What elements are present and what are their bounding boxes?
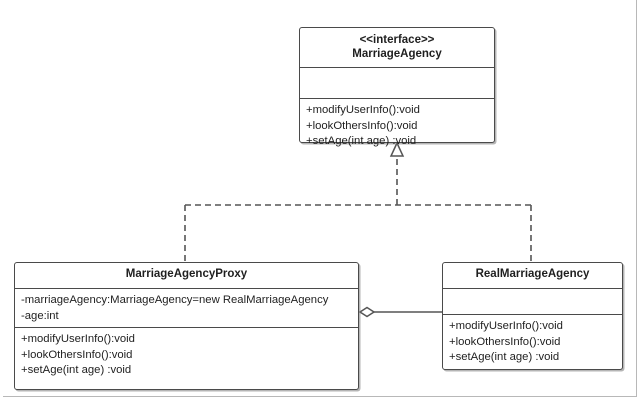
realization-connector-group xyxy=(184,141,532,262)
class-attributes-marriage-agency xyxy=(300,68,494,98)
class-separator xyxy=(443,288,622,289)
class-attributes-marriage-agency-proxy: -marriageAgency:MarriageAgency=new RealM… xyxy=(15,289,358,327)
class-methods-real-marriage-agency: +modifyUserInfo():void +lookOthersInfo()… xyxy=(443,315,622,370)
class-attributes-real-marriage-agency xyxy=(443,289,622,314)
class-title-real-marriage-agency: RealMarriageAgency xyxy=(443,263,622,288)
class-methods-marriage-agency: +modifyUserInfo():void +lookOthersInfo()… xyxy=(300,99,494,154)
method-item: +lookOthersInfo():void xyxy=(21,348,133,361)
method-item: +modifyUserInfo():void xyxy=(449,320,563,332)
class-title-marriage-agency-proxy: MarriageAgencyProxy xyxy=(15,263,358,288)
class-box-marriage-agency-proxy[interactable]: MarriageAgencyProxy -marriageAgency:Marr… xyxy=(14,262,359,390)
method-item: +modifyUserInfo():void xyxy=(306,104,420,116)
class-box-real-marriage-agency[interactable]: RealMarriageAgency +modifyUserInfo():voi… xyxy=(442,262,623,370)
class-name-marriage-agency-proxy: MarriageAgencyProxy xyxy=(125,268,248,280)
method-item: +setAge(int age) :void xyxy=(306,135,417,147)
class-stereotype-interface: <<interface>> xyxy=(359,34,435,46)
attribute-item: -marriageAgency:MarriageAgency=new RealM… xyxy=(21,294,329,306)
hollow-diamond-icon xyxy=(358,306,376,318)
method-item: +modifyUserInfo():void xyxy=(21,333,135,345)
class-separator xyxy=(15,288,358,289)
method-item: +lookOthersInfo():void xyxy=(449,335,561,348)
class-separator xyxy=(443,314,622,315)
class-separator xyxy=(15,327,358,328)
aggregation-connector-group xyxy=(358,306,442,318)
class-name-marriage-agency: MarriageAgency xyxy=(352,48,442,60)
class-separator xyxy=(300,67,494,68)
class-methods-marriage-agency-proxy: +modifyUserInfo():void +lookOthersInfo()… xyxy=(15,328,358,383)
method-item: +setAge(int age) :void xyxy=(449,351,560,363)
class-separator xyxy=(300,98,494,99)
method-item: +lookOthersInfo():void xyxy=(306,119,418,132)
method-item: +setAge(int age) :void xyxy=(21,364,132,376)
attribute-item: -age:int xyxy=(21,309,59,322)
class-title-marriage-agency: <<interface>> MarriageAgency xyxy=(300,28,494,67)
class-box-marriage-agency[interactable]: <<interface>> MarriageAgency +modifyUser… xyxy=(299,27,495,147)
class-name-real-marriage-agency: RealMarriageAgency xyxy=(475,268,590,280)
